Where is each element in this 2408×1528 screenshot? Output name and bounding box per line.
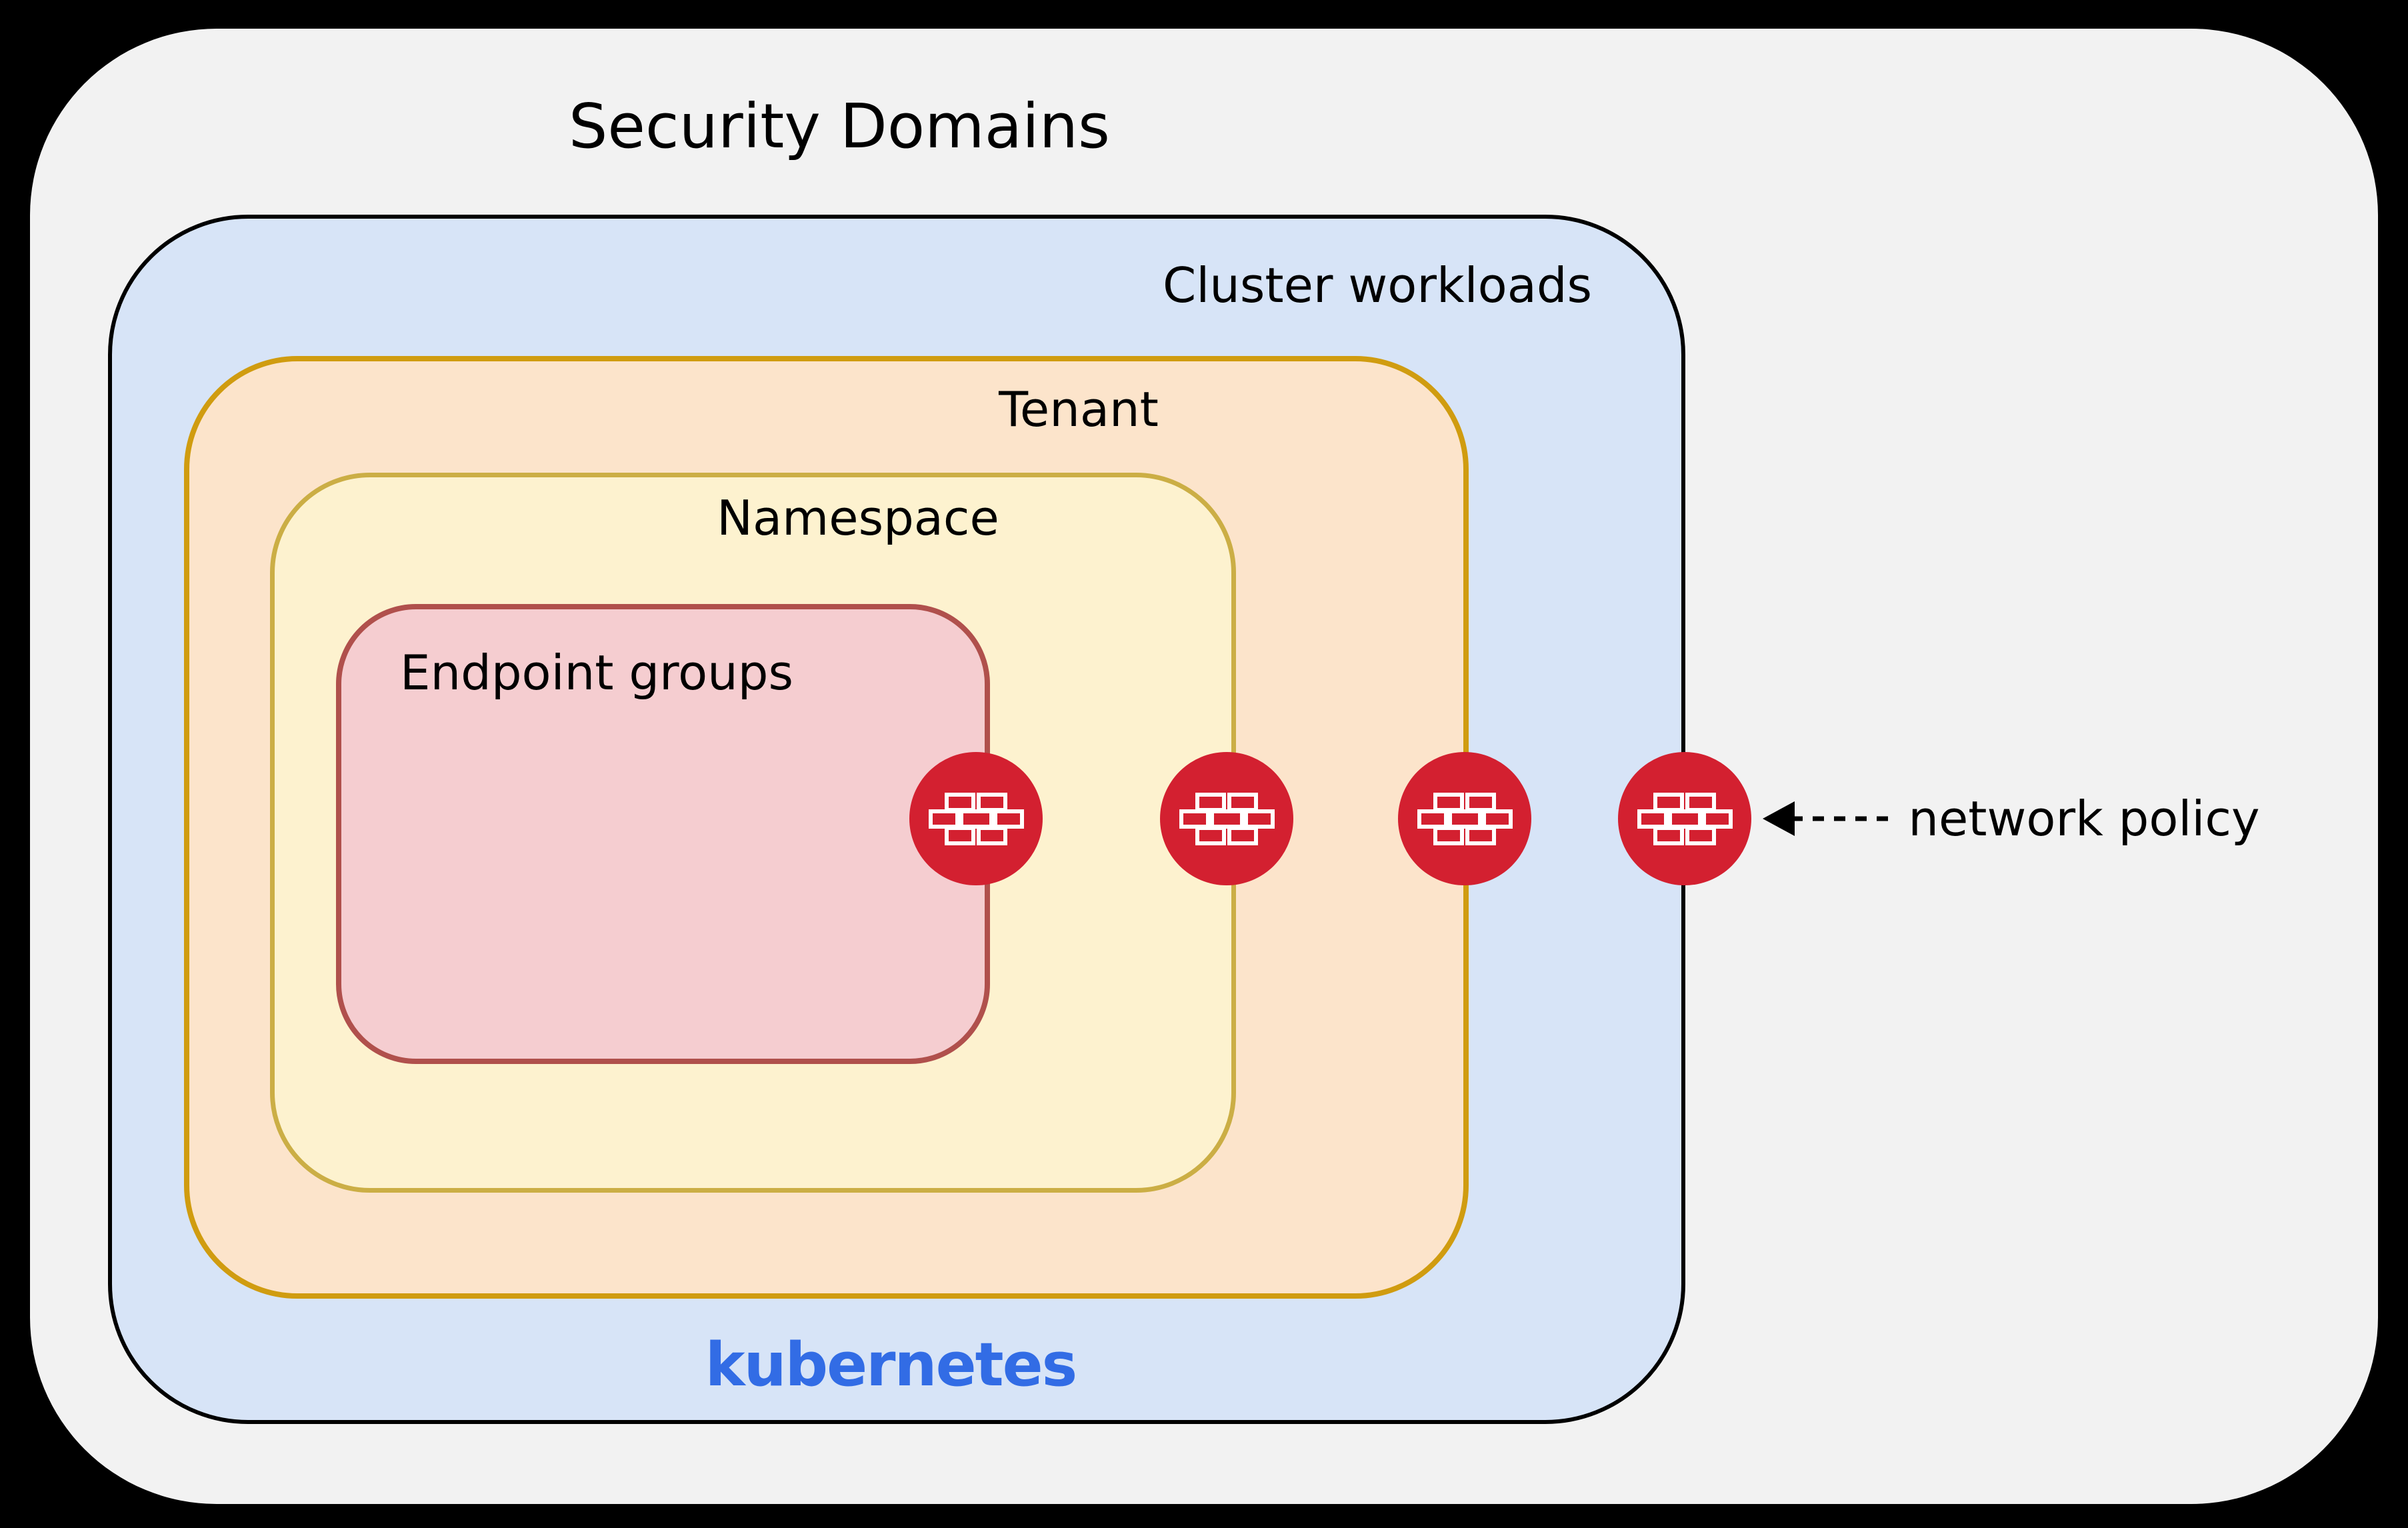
namespace-label: Namespace xyxy=(717,490,999,546)
namespace-box: Namespace Endpoint groups xyxy=(270,473,1236,1193)
endpoint-groups-label: Endpoint groups xyxy=(400,645,793,701)
tenant-box: Tenant Namespace Endpoint groups xyxy=(184,356,1469,1299)
page-title: Security Domains xyxy=(569,91,1110,162)
tenant-label: Tenant xyxy=(999,381,1159,437)
network-policy-arrow-icon xyxy=(1763,801,1888,836)
firewall-icon xyxy=(1398,752,1531,885)
cluster-workloads-label: Cluster workloads xyxy=(1162,257,1593,313)
network-policy-label: network policy xyxy=(1908,791,2260,847)
endpoint-groups-box: Endpoint groups xyxy=(336,604,990,1064)
firewall-icon xyxy=(1618,752,1751,885)
firewall-icon xyxy=(1160,752,1293,885)
kubernetes-wordmark: kubernetes xyxy=(705,1330,1078,1400)
firewall-icon xyxy=(909,752,1043,885)
